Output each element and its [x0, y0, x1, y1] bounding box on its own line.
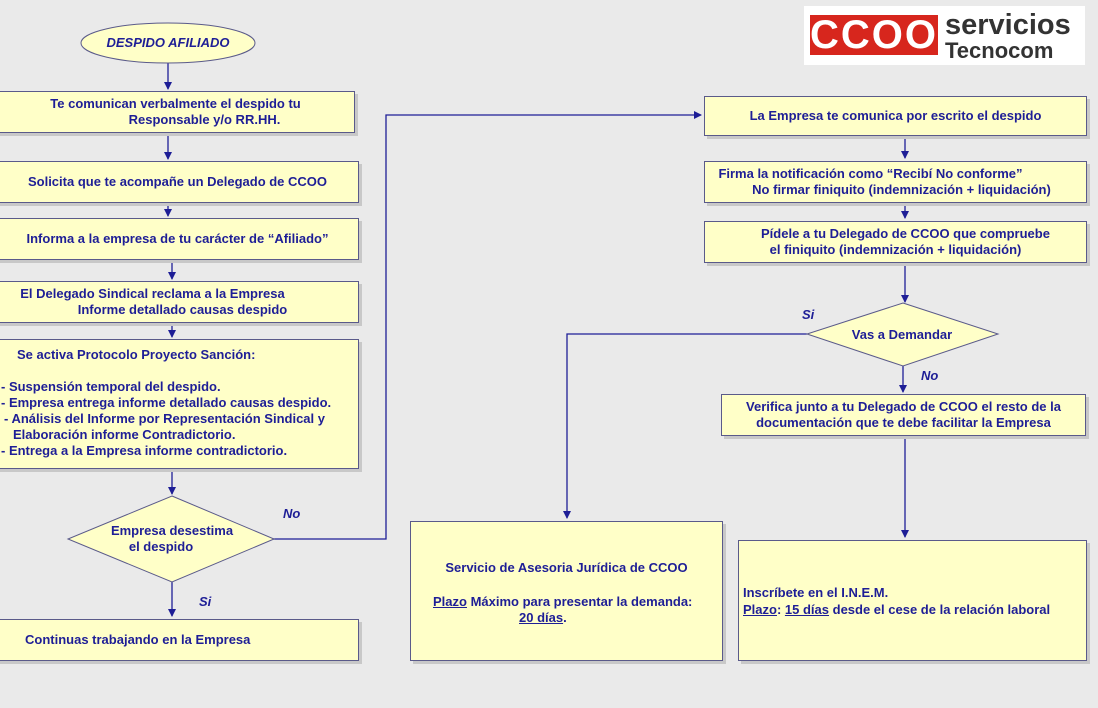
decision-left-no: No — [283, 506, 301, 521]
step-continue-working: Continuas trabajando en la Empresa — [0, 619, 359, 661]
decision-diamond-left — [66, 495, 276, 583]
step-verify-documents: Verifica junto a tu Delegado de CCOO el … — [721, 394, 1086, 436]
step-sign-not-conform: Firma la notificación como “Recibí No co… — [704, 161, 1087, 203]
decision-left-label: Empresa desestima el despido — [110, 523, 234, 554]
inem-box: Inscríbete en el I.N.E.M. Plazo: 15 días… — [738, 540, 1087, 661]
decision-diamond-right — [805, 302, 1000, 367]
start-ellipse — [80, 22, 256, 64]
logo-brand: CCOO — [810, 13, 938, 57]
decision-right-no: No — [921, 368, 939, 383]
logo-line1: servicios — [945, 9, 1071, 41]
step-inform-affiliated: Informa a la empresa de tu carácter de “… — [0, 218, 359, 260]
decision-right-yes: Si — [802, 307, 815, 322]
ccoo-logo: CCOO servicios Tecnocom — [804, 6, 1085, 65]
arrow-decision-legal — [563, 333, 807, 519]
legal-service-box: Servicio de Asesoria Jurídica de CCOO Pl… — [410, 521, 723, 661]
step-request-delegate: Solicita que te acompañe un Delegado de … — [0, 161, 359, 203]
step-verbal-dismissal: Te comunican verbalmente el despido tu R… — [0, 91, 355, 133]
step-delegate-claims: El Delegado Sindical reclama a la Empres… — [0, 281, 359, 323]
inem-deadline: Plazo: 15 días desde el cese de la relac… — [743, 602, 1051, 617]
legal-days: 20 días. — [519, 610, 567, 625]
decision-right-label: Vas a Demandar — [851, 327, 953, 342]
start-label: DESPIDO AFILIADO — [106, 35, 230, 50]
step-check-settlement: Pídele a tu Delegado de CCOO que comprue… — [704, 221, 1087, 263]
step-written-dismissal: La Empresa te comunica por escrito el de… — [704, 96, 1087, 136]
decision-left-yes: Si — [199, 594, 212, 609]
logo-line2: Tecnocom — [945, 38, 1054, 63]
logo-red-block — [810, 15, 938, 55]
legal-deadline: Plazo Máximo para presentar la demanda: — [433, 594, 693, 609]
arrow-decision-no — [273, 111, 702, 540]
step-sanction-protocol: Se activa Protocolo Proyecto Sanción: - … — [0, 339, 359, 469]
